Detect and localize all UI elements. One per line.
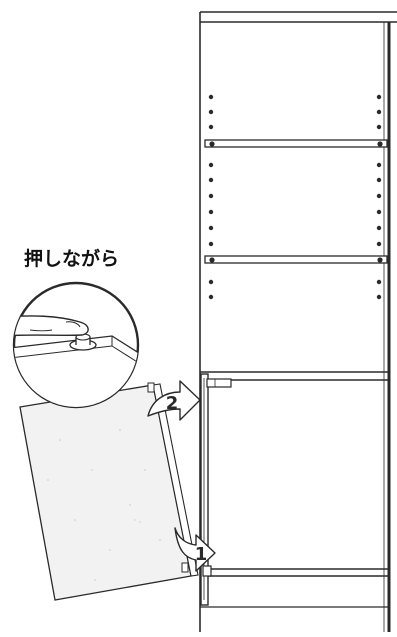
shelf-middle (204, 255, 388, 264)
door-frame-edge (200, 373, 232, 606)
cabinet-top (200, 11, 397, 23)
step-1-arrow: 1 (174, 527, 216, 572)
hinge-top (206, 378, 232, 388)
pin-holes-right (376, 94, 382, 300)
detail-callout (12, 281, 140, 409)
shelf-upper (204, 139, 388, 148)
shelf-bottom (200, 568, 389, 608)
hinge-bottom (202, 565, 212, 577)
step-2-number: 2 (166, 393, 179, 414)
step-1-number: 1 (195, 544, 208, 565)
door-panel (19, 382, 199, 601)
cabinet (199, 11, 397, 632)
step-2-arrow: 2 (147, 380, 201, 421)
instruction-label: 押しながら (24, 248, 120, 270)
finger (14, 315, 89, 337)
pin-holes-left (208, 94, 214, 300)
